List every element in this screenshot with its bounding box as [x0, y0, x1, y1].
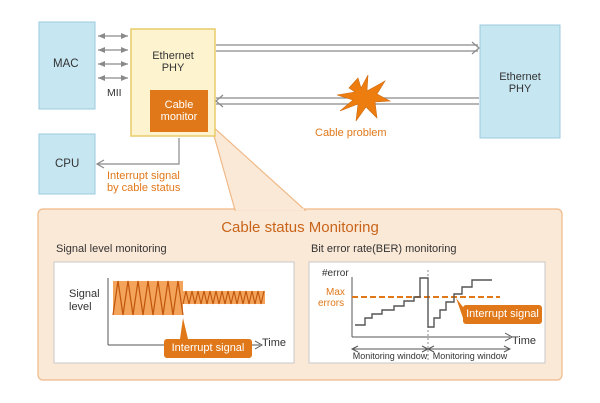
interrupt-note-line-2: by cable status: [107, 182, 181, 194]
ber-chart: [350, 270, 542, 360]
monitoring-window-label-2: Monitoring window: [432, 351, 508, 361]
ber-interrupt-callout: Interrupt signal: [466, 308, 539, 320]
signal-ylabel-line-2: level: [69, 301, 92, 313]
signal-ylabel-line-1: Signal: [69, 288, 100, 300]
cpu-box: [38, 133, 96, 195]
phy-left-label-2: PHY: [161, 62, 185, 74]
mac-box: [38, 21, 96, 110]
ber-error-count-line: [355, 277, 492, 328]
signal-interrupt-callout: Interrupt signal: [171, 342, 245, 354]
signal-interrupt-callout-box: [164, 339, 252, 358]
ber-threshold-line-2: errors: [318, 298, 345, 309]
interrupt-arrow: [95, 138, 180, 169]
phy-right-label-1: Ethernet: [499, 71, 541, 83]
ber-ylabel: #error: [322, 268, 349, 279]
ber-monitoring-heading: Bit error rate(BER) monitoring: [311, 243, 457, 255]
cable-monitor-label-2: monitor: [160, 111, 198, 123]
cable-tx-arrow: [216, 41, 480, 55]
signal-level-chart: [107, 278, 265, 358]
phy-right-label-2: PHY: [508, 83, 532, 95]
mac-label: MAC: [53, 58, 79, 70]
signal-xlabel: Time: [262, 337, 287, 349]
cable-problem-label: Cable problem: [315, 127, 387, 139]
panel-title: Cable status Monitoring: [221, 219, 379, 236]
ber-xlabel: Time: [512, 335, 537, 347]
phy-left-label-1: Ethernet: [152, 50, 194, 62]
mii-bus-arrows: [98, 33, 128, 81]
ber-threshold-line-1: Max: [326, 287, 345, 298]
interrupt-note-line-1: Interrupt signal: [107, 170, 180, 182]
mii-label: MII: [107, 87, 122, 99]
signal-monitoring-heading: Signal level monitoring: [56, 243, 167, 255]
monitoring-window-label-1: Monitoring window: [352, 351, 428, 361]
cable-monitor-label-1: Cable: [164, 99, 194, 111]
cable-monitor-box: [150, 90, 208, 132]
ethernet-phy-box-right: [479, 24, 561, 139]
cpu-label: CPU: [55, 158, 80, 170]
cable-problem-burst-icon: [336, 74, 392, 122]
ber-interrupt-callout-box: [463, 305, 542, 324]
